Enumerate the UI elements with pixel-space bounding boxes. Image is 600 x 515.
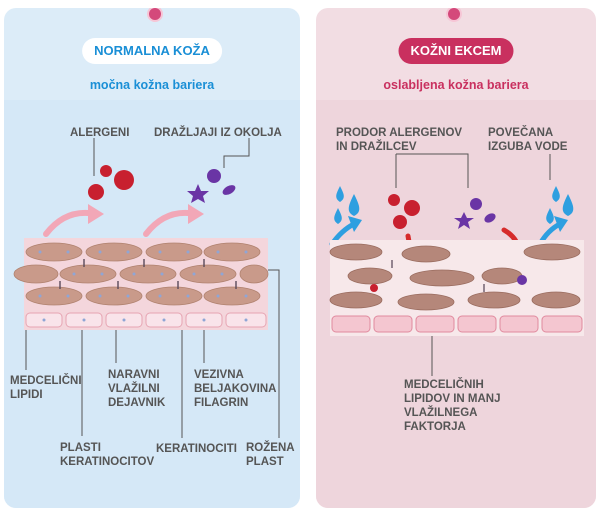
eczema-skin-panel: KOŽNI EKCEM oslabljena kožna bariera <box>316 8 596 508</box>
basal-cells <box>25 312 267 328</box>
arrow-head <box>348 216 362 232</box>
damaged-skin-cross-section <box>329 240 584 336</box>
keratinocyte-layers-label: PLASTI KERATINOCITOV <box>60 442 155 468</box>
lipid-dots <box>38 250 248 322</box>
normal-skin-subtitle: močna kožna bariera <box>89 78 215 92</box>
eczema-badge: KOŽNI EKCEM <box>398 38 514 64</box>
skin-cross-section <box>13 238 269 330</box>
header-pin <box>446 8 462 22</box>
lipids-label: MEDCELIČNI LIPIDI <box>10 375 82 401</box>
penetration-label: PRODOR ALERGENOV IN DRAŽILCEV <box>336 127 463 153</box>
eczema-subtitle: oslabljena kožna bariera <box>383 78 529 92</box>
basal-cells <box>331 315 583 333</box>
filaggrin-links <box>391 260 485 292</box>
filaggrin-links <box>59 259 237 289</box>
allergen-icon <box>388 194 420 229</box>
water-drop-icon <box>334 186 574 224</box>
keratinocyte-row <box>13 242 269 306</box>
eczema-skin-diagram <box>329 153 584 376</box>
normal-skin-badge: NORMALNA KOŽA <box>82 38 222 64</box>
keratinocyte-row <box>329 243 581 311</box>
water-loss-label: POVEČANA IZGUBA VODE <box>488 127 568 153</box>
arrow-head <box>88 204 104 224</box>
penetrated-irritant <box>517 275 527 285</box>
allergens-label: ALERGENI <box>70 127 130 139</box>
allergen-icon <box>88 165 134 200</box>
irritant-icon <box>187 169 236 203</box>
reduced-lipids-label: MEDCELIČNIH LIPIDOV IN MANJ VLAŽILNEGA F… <box>404 379 501 433</box>
keratinocytes-label: KERATINOCITI <box>156 443 237 455</box>
normal-skin-panel: NORMALNA KOŽA močna kožna bariera <box>4 8 300 508</box>
irritant-icon <box>454 198 496 229</box>
arrow-head <box>554 216 568 232</box>
arrow-head <box>188 204 204 224</box>
penetrated-allergen <box>370 284 378 292</box>
stratum-corneum-label: ROŽENA PLAST <box>246 442 295 468</box>
irritants-label: DRAŽLJAJI IZ OKOLJA <box>154 127 282 139</box>
normal-skin-diagram <box>13 138 280 438</box>
header-pin <box>147 8 163 22</box>
filaggrin-label: VEZIVNA BELJAKOVINA FILAGRIN <box>194 369 277 409</box>
natural-moisturizing-factor-label: NARAVNI VLAŽILNI DEJAVNIK <box>108 369 166 409</box>
